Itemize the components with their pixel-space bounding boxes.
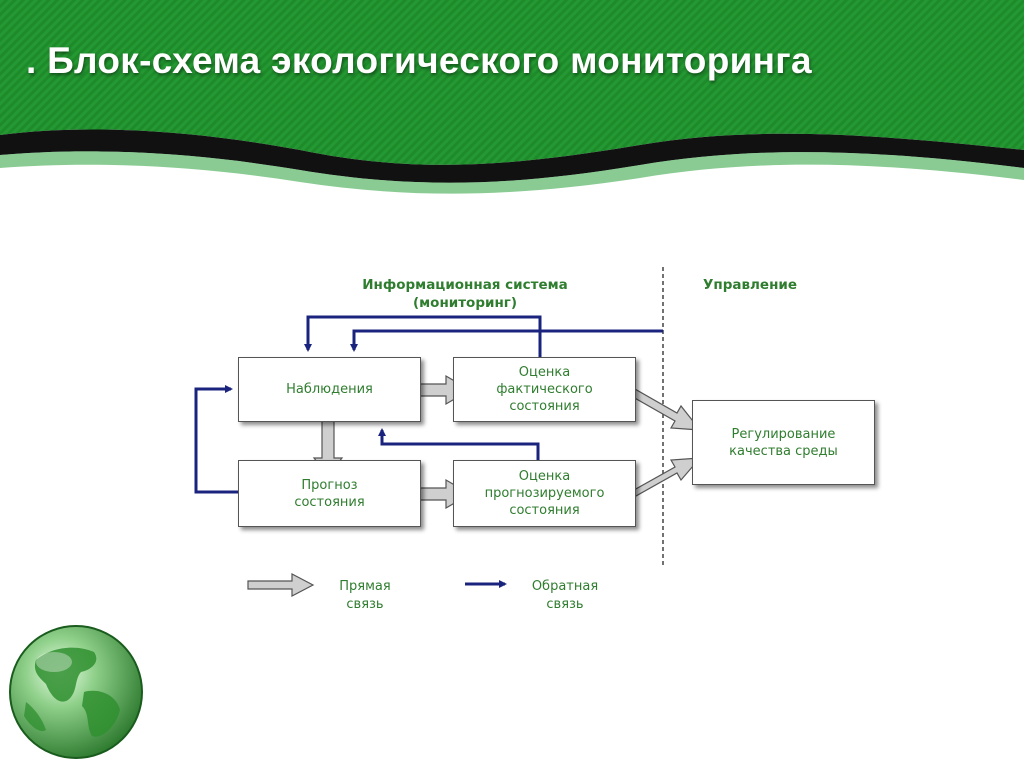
block-text: состояния (509, 503, 580, 518)
feedback-arrow-predicted-to-observations (378, 428, 540, 460)
earth-globe-icon (9, 625, 143, 759)
forecast-block: Прогноз состояния (238, 460, 421, 527)
slide-title: . Блок-схема экологического мониторинга (26, 40, 812, 81)
observations-block: Наблюдения (238, 357, 421, 422)
info-system-label: Информационная система (мониторинг) (330, 276, 600, 312)
regulation-block: Регулирование качества среды (692, 400, 875, 485)
predicted-state-block: Оценка прогнозируемого состояния (453, 460, 636, 527)
legend-text-line: связь (346, 597, 384, 612)
block-text: Прогноз (301, 477, 358, 493)
feedback-arrow-actual-to-observations (304, 315, 542, 357)
legend-text-line: Обратная (531, 579, 599, 594)
block-text: прогнозируемого (484, 486, 605, 501)
block-text: Оценка (518, 469, 571, 484)
block-text: Оценка (518, 365, 571, 380)
monitoring-flowchart: Информационная система (мониторинг) Упра… (180, 262, 890, 627)
block-text: качества среды (729, 443, 838, 459)
block-text: Наблюдения (286, 382, 373, 397)
header-banner (0, 0, 1024, 194)
block-text: фактического (496, 382, 593, 397)
block-text: Регулирование (731, 426, 836, 442)
info-system-label-line: (мониторинг) (412, 295, 518, 311)
actual-state-block: Оценка фактического состояния (453, 357, 636, 422)
info-system-label-line: Информационная система (362, 277, 568, 293)
feedback-arrow-forecast-to-observations (194, 385, 238, 494)
block-text: состояния (509, 399, 580, 414)
legend-text-line: Прямая (339, 579, 391, 594)
legend-direct-arrow (247, 573, 315, 597)
feedback-arrow-control-to-observations (350, 329, 663, 352)
control-label: Управление (702, 277, 798, 293)
legend-feedback-label: Обратная связь (500, 578, 630, 614)
legend-direct-label: Прямая связь (310, 578, 420, 614)
legend-text-line: связь (546, 597, 584, 612)
block-text: состояния (294, 494, 365, 510)
